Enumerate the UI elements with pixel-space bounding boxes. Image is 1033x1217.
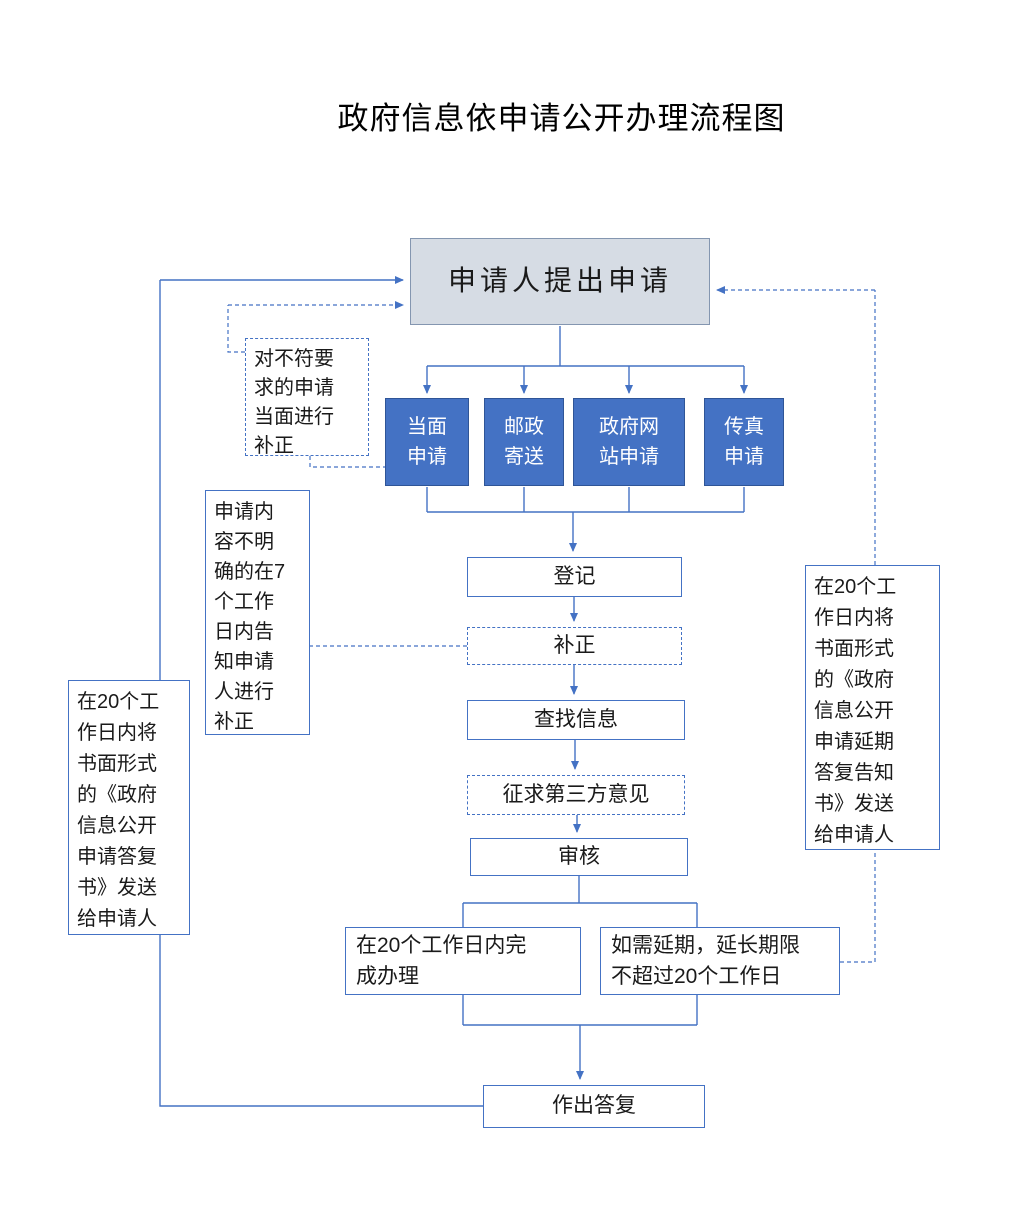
node-extension: 如需延期，延长期限 不超过20个工作日 [600,927,840,995]
connector-onsite-note-to-channel [309,456,385,468]
node-channel-postal-mail: 邮政 寄送 [484,398,564,486]
note-onsite-correction: 对不符要 求的申请 当面进行 补正 [245,338,369,457]
node-applicant-request: 申请人提出申请 [410,238,710,325]
node-channel-in-person: 当面 申请 [385,398,469,486]
note-reply-notice: 在20个工 作日内将 书面形式 的《政府 信息公开 申请答复 书》发送 给申请人 [68,680,190,935]
node-register: 登记 [467,557,682,597]
diagram-title: 政府信息依申请公开办理流程图 [337,101,786,136]
node-third-party-opinion: 征求第三方意见 [467,775,685,815]
connector-extension-loop-right [840,290,876,963]
connector-merge-below [462,995,698,1026]
node-channel-fax: 传真 申请 [704,398,784,486]
connector-onsite-note-up [227,305,245,353]
connector-reply-loop-left [159,280,483,1107]
note-unclear-content: 申请内 容不明 确的在7 个工作 日内告 知申请 人进行 补正 [205,490,310,735]
node-review: 审核 [470,838,688,876]
connector-review-split [462,876,698,927]
connector-applicant-to-channels [427,326,744,367]
node-reply: 作出答复 [483,1085,705,1128]
node-search-info: 查找信息 [467,700,685,740]
connector-channels-to-register [426,487,745,513]
node-channel-gov-website: 政府网 站申请 [573,398,685,486]
node-complete-20-days: 在20个工作日内完 成办理 [345,927,581,995]
node-correction: 补正 [467,627,682,665]
note-extension-notice: 在20个工 作日内将 书面形式 的《政府 信息公开 申请延期 答复告知 书》发送… [805,565,940,850]
